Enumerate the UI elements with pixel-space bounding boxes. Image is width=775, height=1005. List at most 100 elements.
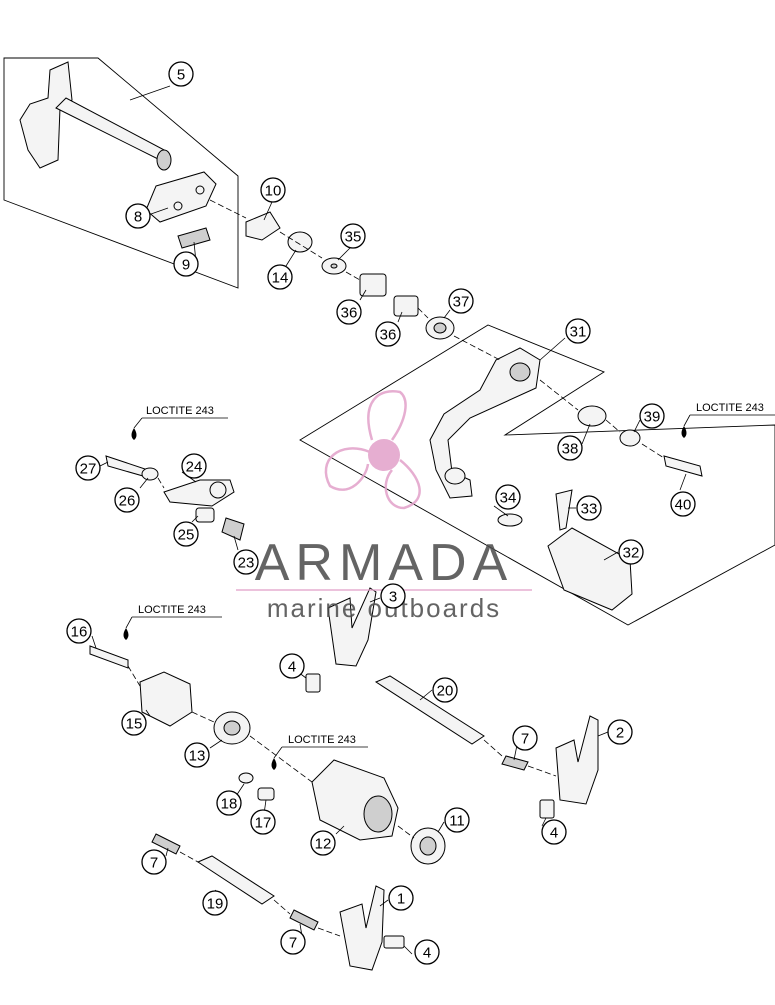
fork-2	[555, 715, 599, 805]
washer-38	[577, 405, 607, 427]
svg-text:LOCTITE 243: LOCTITE 243	[138, 604, 206, 616]
bearing-36a	[359, 273, 387, 297]
watermark-brand: ARMADA	[255, 534, 513, 592]
armada-watermark: ARMADA marine outboards	[236, 390, 532, 623]
shift-lever-frame	[299, 324, 775, 626]
callout-circle	[414, 939, 440, 965]
loctite-drop-icon	[681, 426, 687, 438]
callout-circle	[375, 321, 401, 347]
callout-number: 18	[221, 796, 238, 813]
callout-number: 23	[238, 555, 255, 572]
callout-number: 15	[126, 716, 143, 733]
propeller-logo-icon	[324, 390, 421, 510]
callout-c16: 16	[66, 618, 92, 644]
callout-number: 31	[570, 324, 587, 341]
spring-7b	[151, 833, 181, 855]
callout-c9: 9	[173, 251, 199, 277]
callout-c36b: 36	[375, 321, 401, 347]
fork-1	[339, 885, 385, 971]
callout-circle	[448, 288, 474, 314]
callout-number: 35	[345, 229, 362, 246]
loctite-label-4: LOCTITE 243	[271, 734, 368, 770]
callout-circle	[250, 809, 276, 835]
callout-circle	[495, 484, 521, 510]
callout-circle	[216, 790, 242, 816]
callout-number: 27	[80, 461, 97, 478]
callout-number: 3	[389, 589, 397, 606]
callout-number: 17	[255, 815, 272, 832]
callout-c27: 27	[75, 455, 101, 481]
callout-number: 34	[500, 490, 517, 507]
callout-circle	[267, 264, 293, 290]
callout-c4a: 4	[279, 653, 305, 679]
callout-c17: 17	[250, 809, 276, 835]
callout-c39: 39	[639, 403, 665, 429]
callout-circle	[541, 819, 567, 845]
roller-25	[195, 507, 215, 523]
drum-locator-15	[139, 671, 193, 727]
callout-c14: 14	[267, 264, 293, 290]
loctite-label-1: LOCTITE 243	[131, 405, 228, 440]
callout-number: 13	[189, 748, 206, 765]
callout-circle	[340, 223, 366, 249]
callout-c1: 1	[388, 885, 414, 911]
callout-circle	[125, 203, 151, 229]
callout-number: 2	[616, 725, 624, 742]
callout-circle	[576, 495, 602, 521]
callout-number: 38	[562, 441, 579, 458]
callout-c8: 8	[125, 203, 151, 229]
bearing-36b	[393, 295, 419, 317]
callout-circle	[670, 491, 696, 517]
bearing-13	[213, 711, 251, 745]
callout-circle	[173, 251, 199, 277]
shift-drum-12	[311, 759, 399, 841]
callout-c7b: 7	[141, 849, 167, 875]
callout-number: 7	[150, 855, 158, 872]
callout-circle	[121, 710, 147, 736]
callout-c38: 38	[557, 435, 583, 461]
callout-c32: 32	[618, 539, 644, 565]
callout-c7c: 7	[280, 929, 306, 955]
fork-shaft-20	[374, 675, 485, 745]
callout-c10: 10	[260, 177, 286, 203]
callout-circle	[310, 830, 336, 856]
callout-circle	[202, 890, 228, 916]
loctite-drop-icon	[131, 428, 137, 440]
callout-circle	[512, 725, 538, 751]
callout-circle	[279, 653, 305, 679]
lock-washer-39	[619, 429, 641, 447]
callout-c24: 24	[181, 453, 207, 479]
callout-number: 36	[380, 327, 397, 344]
callout-number: 25	[178, 527, 195, 544]
callout-number: 39	[644, 409, 661, 426]
callout-number: 14	[272, 270, 289, 287]
callout-number: 8	[134, 209, 142, 226]
bearing-11	[410, 827, 446, 865]
callout-circle	[618, 539, 644, 565]
callout-circle	[565, 318, 591, 344]
pin-33	[555, 489, 573, 531]
callout-circle	[444, 807, 470, 833]
washer-35	[321, 257, 347, 275]
fork-shaft-19	[196, 855, 275, 905]
callout-number: 19	[207, 896, 224, 913]
svg-text:LOCTITE 243: LOCTITE 243	[696, 402, 764, 414]
callout-number: 1	[397, 891, 405, 908]
shift-lever	[429, 347, 541, 499]
callout-circle	[173, 521, 199, 547]
spring-23	[221, 517, 245, 541]
callout-circle	[388, 885, 414, 911]
pin-4b	[539, 799, 555, 819]
callout-c5: 5	[168, 61, 194, 87]
callout-number: 4	[550, 825, 558, 842]
assembly-axis-lines	[127, 199, 665, 937]
callout-circle	[184, 742, 210, 768]
callout-number: 16	[71, 624, 88, 641]
callout-number: 33	[581, 501, 598, 518]
loctite-label-2: LOCTITE 243	[681, 402, 775, 438]
callout-number: 10	[265, 183, 282, 200]
callout-c40: 40	[670, 491, 696, 517]
callout-number: 36	[341, 305, 358, 322]
callout-c13: 13	[184, 742, 210, 768]
callout-c18: 18	[216, 790, 242, 816]
